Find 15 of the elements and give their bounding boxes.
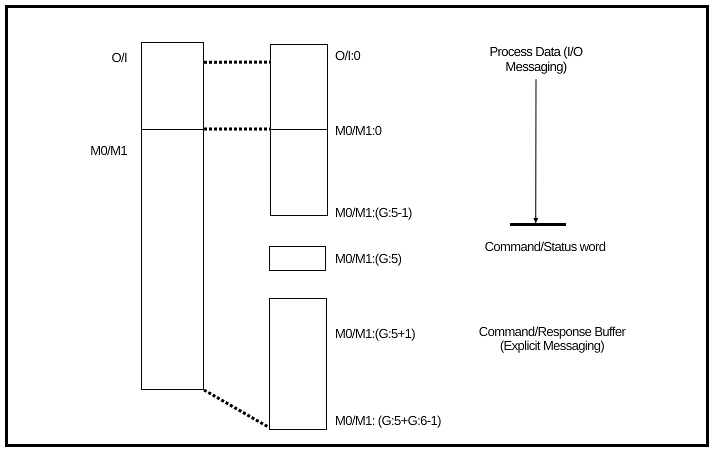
address-label: O/I:0 [335, 49, 360, 63]
address-label: M0/M1: (G:5+G:6-1) [335, 414, 441, 428]
address-label: M0/M1:0 [335, 124, 382, 138]
address-label: M0/M1:(G:5+1) [335, 327, 415, 341]
dotted-connector [203, 388, 270, 429]
address-label: M0/M1:(G:5-1) [335, 206, 412, 220]
address-label: Command/Status word [484, 240, 606, 254]
dotted-connector [204, 60, 270, 64]
address-label: M0/M1:(G:5) [335, 252, 402, 266]
node-text: Process Data (I/O Messaging) [488, 44, 584, 74]
address-label: M0/M1 [90, 144, 127, 158]
dotted-connector [204, 128, 270, 130]
section-label: Command/Response Buffer (Explicit Messaging) [478, 325, 627, 353]
address-label: O/I [111, 51, 127, 65]
arrow [533, 78, 538, 224]
